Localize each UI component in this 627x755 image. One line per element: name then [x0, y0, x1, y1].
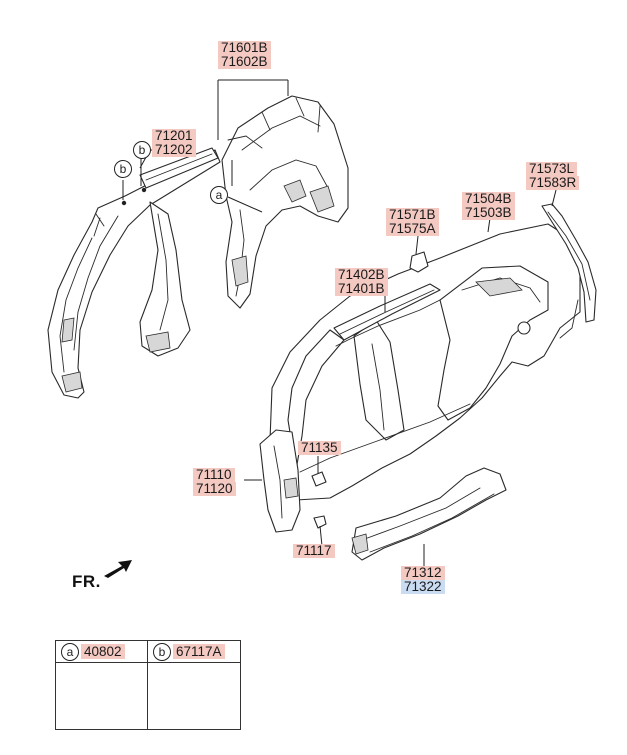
part-label-71573L: 71573L: [526, 162, 578, 176]
part-label-71117: 71117: [293, 544, 335, 558]
part-label-71504B: 71504B: [462, 192, 515, 206]
legend-code-67117A: 67117A: [173, 644, 225, 659]
part-label-71312: 71312: [401, 566, 445, 580]
roof-rail: [333, 283, 441, 341]
legend-cell-a: [56, 663, 148, 729]
part-label-71601B: 71601B: [218, 41, 271, 55]
outer-side-panel: [269, 223, 581, 501]
side-sill: [351, 467, 507, 561]
leader-lines: [122, 79, 557, 568]
part-label-71575A: 71575A: [386, 222, 439, 236]
callout-b-left: b: [114, 160, 132, 178]
legend-header-a: a 40802: [56, 641, 147, 663]
legend-callout-a: a: [61, 643, 79, 661]
front-direction-arrow-icon: [104, 560, 132, 578]
fastener-71117: [313, 515, 327, 529]
part-label-71401B: 71401B: [335, 282, 388, 296]
part-label-71503B: 71503B: [462, 206, 515, 220]
legend-header-b: b 67117A: [148, 641, 240, 663]
part-label-71402B: 71402B: [335, 268, 388, 282]
part-label-71202: 71202: [152, 143, 196, 157]
part-label-71135: 71135: [298, 441, 341, 455]
callout-b-right: b: [133, 141, 151, 159]
part-label-71201: 71201: [152, 129, 196, 143]
legend-column-b: b 67117A: [148, 641, 240, 729]
front-direction-label: FR.: [72, 572, 101, 591]
callout-a: a: [210, 186, 228, 204]
part-label-71120: 71120: [193, 482, 236, 496]
part-label-71110: 71110: [193, 468, 235, 482]
part-label-71571B: 71571B: [386, 208, 439, 222]
part-label-71602B: 71602B: [218, 55, 271, 69]
rear-side-trim: [541, 203, 597, 323]
quarter-inner-panel: [221, 95, 349, 309]
front-pillar-lower: [259, 429, 301, 533]
fastener-71135: [311, 471, 327, 487]
small-bracket: [409, 251, 429, 273]
part-label-71583R: 71583R: [526, 176, 580, 190]
legend-column-a: a 40802: [56, 641, 148, 729]
fastener-legend-table: a 40802 b 67117A: [55, 640, 241, 730]
legend-cell-b: [148, 663, 240, 729]
legend-code-40802: 40802: [81, 644, 125, 659]
inner-pillar-assembly: [47, 147, 221, 399]
part-label-71322: 71322: [401, 580, 445, 594]
legend-callout-b: b: [153, 643, 171, 661]
